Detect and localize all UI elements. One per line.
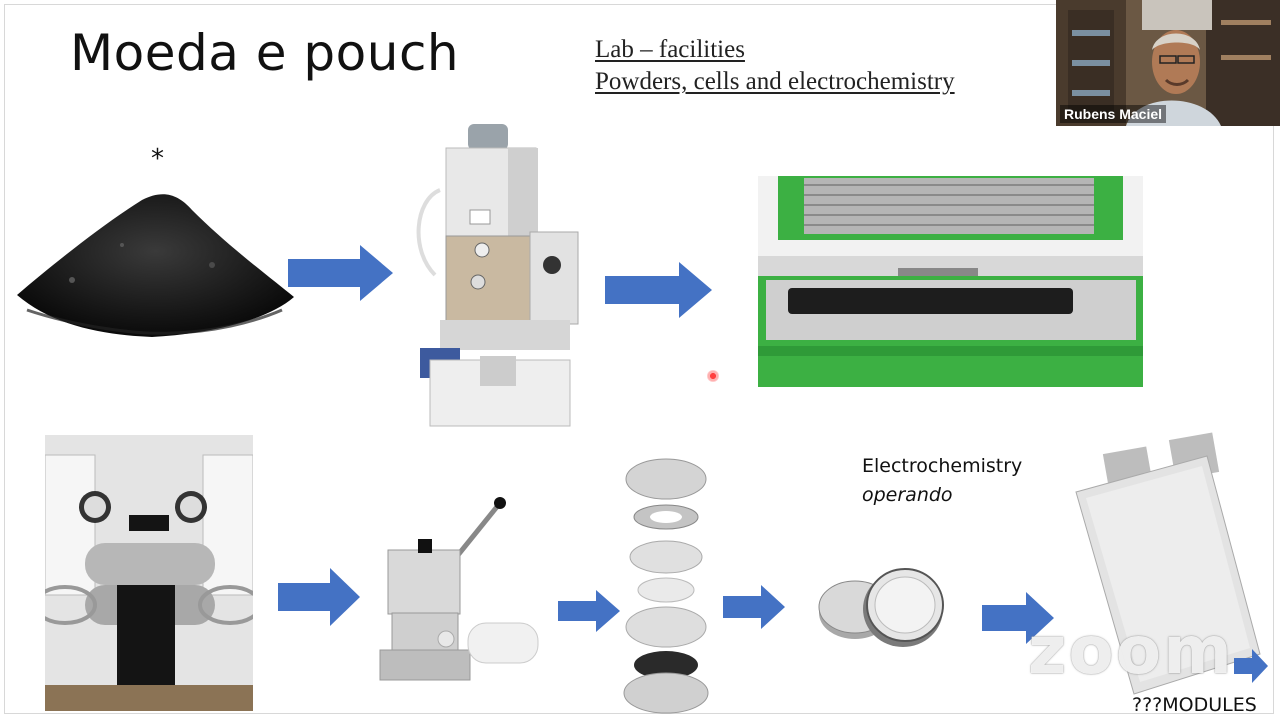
roll-press-image: [45, 435, 253, 711]
operando-label: operando: [862, 484, 953, 506]
coin-cell-components-image: [623, 458, 709, 714]
pouch-cell-image: [1075, 432, 1261, 695]
arrow-right-4: [558, 590, 620, 632]
electrochemistry-label: Electrochemistry: [862, 455, 1023, 477]
film-coater-image: [758, 176, 1143, 387]
subtitle-lab-facilities: Lab – facilities: [595, 36, 745, 63]
disc-cutter-image: [379, 497, 539, 681]
participant-name: Rubens Maciel: [1060, 105, 1167, 123]
arrow-right-6: [982, 592, 1054, 644]
asterisk-mark: *: [151, 144, 164, 174]
zoom-watermark: zoom: [1028, 612, 1234, 689]
arrow-right-3: [278, 568, 360, 626]
arrow-right-5: [723, 585, 785, 629]
participant-video-tile[interactable]: Rubens Maciel: [1056, 0, 1280, 126]
video-feed: [1056, 0, 1280, 126]
arrow-right-2: [605, 262, 712, 318]
planetary-mixer-image: [416, 124, 579, 427]
arrow-right-1: [288, 245, 393, 301]
black-powder-image: [17, 194, 294, 337]
coin-cells-image: [818, 568, 944, 647]
slide-title: Moeda e pouch: [70, 24, 460, 82]
arrow-right-7: [1234, 649, 1268, 683]
modules-label: ???MODULES: [1132, 694, 1257, 716]
subtitle-powders-cells: Powders, cells and electrochemistry: [595, 68, 955, 95]
laser-pointer: [707, 370, 719, 382]
